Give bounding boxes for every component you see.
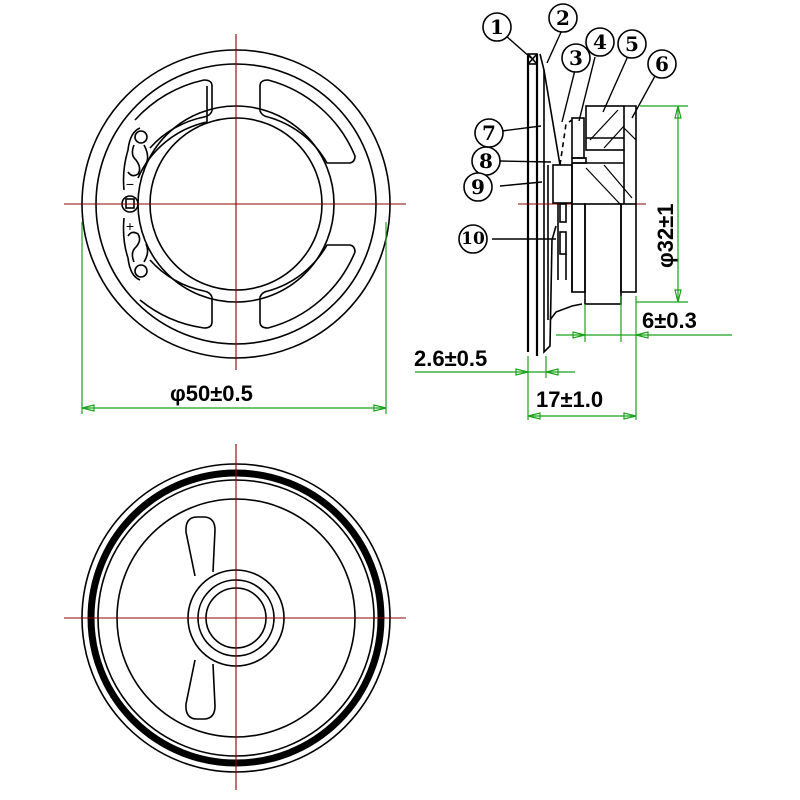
lead-wire-mid [559, 231, 567, 255]
balloon-2 [548, 3, 578, 33]
balloon-7-label: 7 [482, 121, 496, 145]
part-balloons: 1 2 3 4 5 6 7 8 9 10 [458, 3, 677, 254]
front-frame-window-top-right [259, 79, 356, 164]
balloon-4 [585, 27, 615, 57]
balloon-9-label: 9 [471, 175, 485, 199]
terminal-lug-bottom [127, 231, 149, 263]
balloon-6 [647, 49, 677, 79]
yoke-lower [620, 203, 637, 293]
balloon-2-label: 2 [556, 6, 570, 30]
front-view: − + φ50±0.5 [64, 34, 406, 414]
magnet-lower [584, 203, 622, 305]
balloon-3-label: 3 [569, 46, 583, 70]
frame-lower-return [549, 303, 583, 321]
front-frame-window-bottom-right [259, 244, 356, 329]
front-frame-window-top-left-b [134, 79, 213, 149]
balloon-5 [617, 29, 647, 59]
magnet-section [585, 105, 625, 151]
voice-coil-former-dashed [559, 119, 573, 166]
front-frame-window-top-left [137, 86, 208, 179]
terminal-solder-hole-top [134, 130, 148, 144]
balloon-1 [482, 12, 512, 42]
cone-wall [543, 70, 557, 354]
balloon-8-label: 8 [479, 149, 493, 173]
balloon-1-label: 1 [490, 15, 504, 39]
rear-frame-arm-upper [185, 516, 216, 577]
balloon-5-label: 5 [625, 32, 639, 56]
side-section-view: 1 2 3 4 5 6 7 8 9 10 φ32±1 [414, 3, 732, 420]
outer-diameter-label: φ50±0.5 [170, 381, 253, 406]
rear-view [64, 444, 406, 790]
dimension-flange-thickness: 2.6±0.5 [414, 346, 575, 420]
cone-upper [539, 53, 561, 166]
balloon-9 [463, 172, 493, 202]
terminal-solder-hole-bottom [134, 264, 148, 278]
dimension-overall-depth: 17±1.0 [527, 387, 637, 420]
gasket-section [527, 53, 538, 65]
lead-wire-top [559, 203, 567, 223]
polarity-negative-label: − [126, 176, 134, 192]
front-frame-window-bottom-left [139, 259, 213, 329]
rear-frame-arm-lower [185, 659, 216, 720]
balloon-3 [561, 43, 591, 73]
dimension-magnet-diameter: φ32±1 [636, 105, 688, 303]
magnet-depth-label: 6±0.3 [642, 308, 697, 333]
terminal-board-outline [122, 127, 141, 281]
balloon-10-label: 10 [461, 229, 485, 249]
balloon-4-label: 4 [593, 30, 607, 54]
overall-depth-label: 17±1.0 [536, 387, 603, 412]
yoke-section [623, 105, 637, 204]
magnet-diameter-label: φ32±1 [653, 203, 678, 268]
polarity-positive-label: + [126, 218, 134, 234]
pole-lower [571, 203, 586, 293]
balloon-6-label: 6 [655, 52, 669, 76]
top-plate-section [571, 117, 585, 159]
flange-thickness-label: 2.6±0.5 [414, 346, 487, 371]
dimension-outer-diameter: φ50±0.5 [81, 222, 387, 414]
balloon-10 [458, 224, 488, 254]
terminal-lug-top [127, 144, 149, 177]
dimension-magnet-depth: 6±0.3 [556, 296, 732, 420]
balloon-leaders [492, 29, 656, 240]
voice-coil-block [552, 164, 573, 204]
